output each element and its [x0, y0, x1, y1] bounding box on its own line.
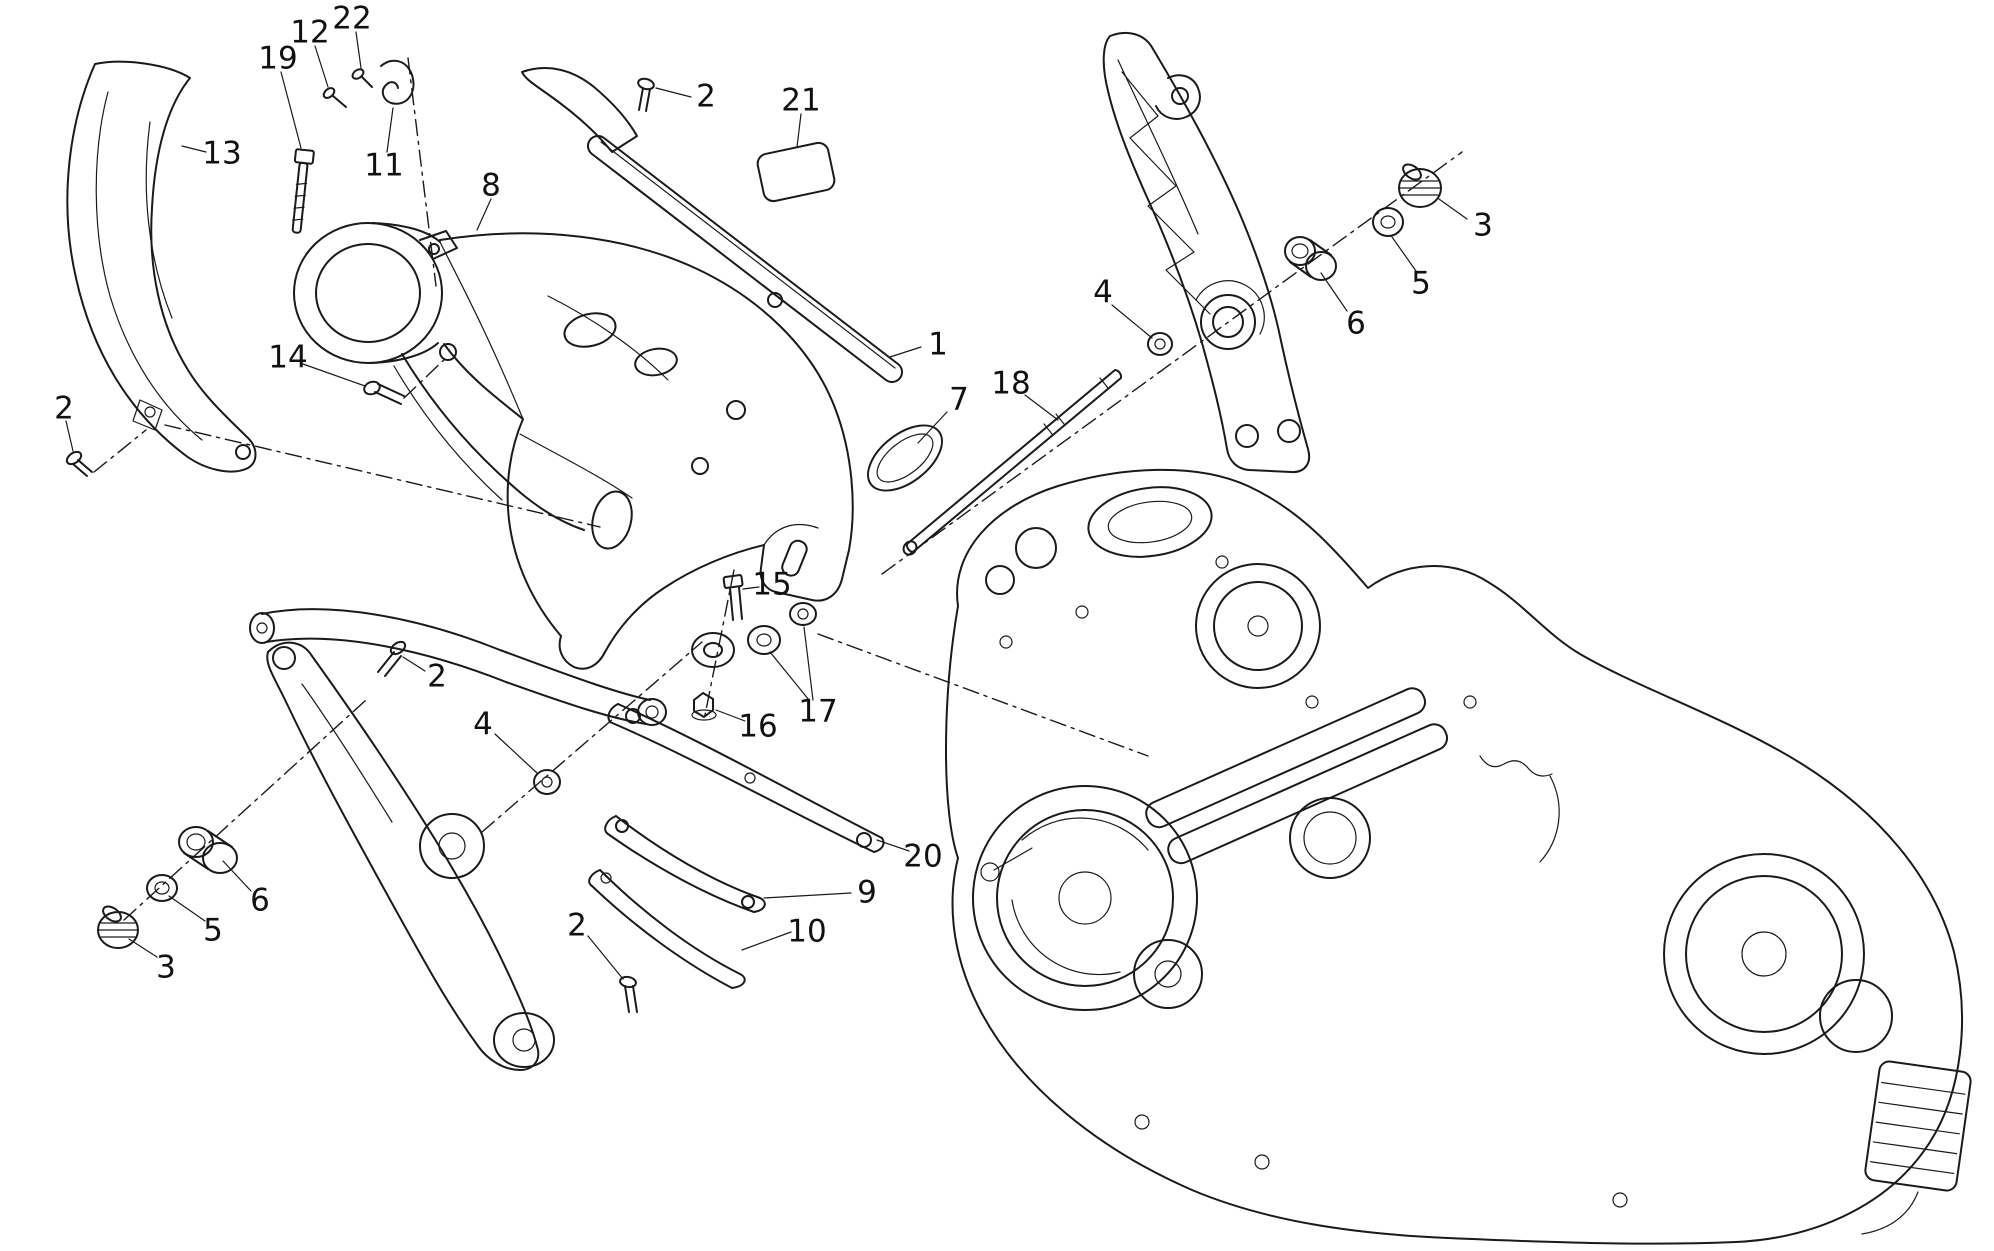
washers-17 — [747, 602, 817, 655]
bolt-2-left — [65, 450, 93, 477]
brake-bracket — [1102, 31, 1310, 474]
slider-strip-10 — [588, 869, 746, 989]
engine — [945, 468, 1972, 1245]
brace-bar — [249, 608, 667, 726]
nut-16 — [691, 692, 717, 721]
swingarm — [293, 222, 854, 670]
washer-4-right — [1147, 332, 1173, 356]
screw-12 — [322, 87, 347, 108]
bolt-14 — [363, 380, 405, 405]
bolt-2-mid — [377, 640, 407, 677]
clip-11 — [380, 59, 415, 105]
screw-22 — [351, 68, 373, 88]
leader-lines — [65, 31, 1468, 980]
bolt-2-bottom — [619, 975, 638, 1013]
cap-nut-3-right — [1398, 163, 1442, 208]
screw-2-top — [637, 77, 655, 112]
chain-guard — [607, 703, 885, 853]
rear-fender — [66, 60, 257, 473]
pad-7 — [867, 424, 943, 492]
bracket-9 — [604, 815, 766, 913]
sticker-plate — [756, 141, 836, 203]
washer-5-left — [146, 874, 178, 902]
voltage-regulator — [1864, 1060, 1972, 1192]
bushing-6-left — [178, 826, 238, 874]
cap-nut-3-left — [97, 905, 139, 949]
bolt-19 — [291, 148, 315, 234]
rear-axle — [902, 369, 1123, 556]
washer-5-right — [1372, 207, 1404, 237]
chain-slider-upper — [521, 67, 903, 383]
construction-lines — [93, 57, 1463, 921]
washer-4-mid — [533, 769, 561, 795]
stand-arm — [266, 641, 555, 1071]
pivot-bolt-15 — [722, 574, 744, 621]
bushing-6-right — [1284, 236, 1337, 281]
